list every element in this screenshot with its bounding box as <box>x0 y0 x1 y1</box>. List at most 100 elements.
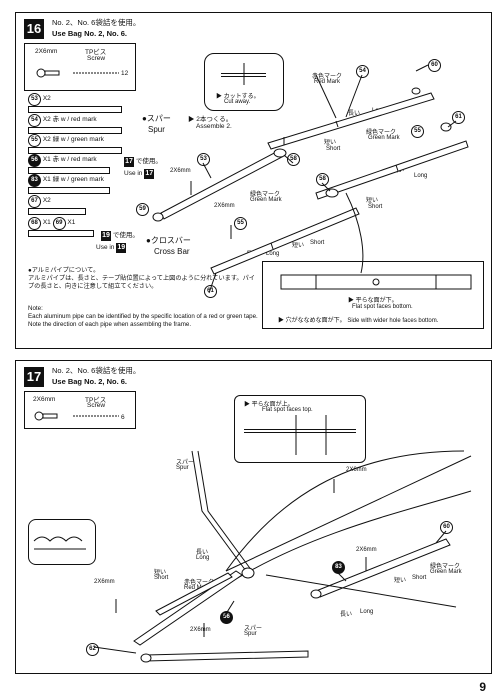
part-note-jp: 緑 <box>52 136 60 143</box>
long-jp: 長い <box>348 111 361 117</box>
long-en: Long <box>196 555 210 561</box>
callout-55: 55 <box>411 125 424 138</box>
part-row-54: 54 X2 赤 w / red mark <box>28 113 122 134</box>
page-number: 9 <box>479 680 486 694</box>
cutaway-inset <box>204 53 284 111</box>
tube-icon <box>28 187 110 194</box>
part-note-en: w / green mark <box>60 176 104 183</box>
assemble-jp: ▶ 2本つくる。 <box>188 116 233 123</box>
use-in-17: 17 で使用。 <box>124 155 162 167</box>
spur-jp-2: スパー <box>244 626 263 632</box>
short-jp-2: 短い <box>366 198 379 204</box>
screw-size: 2X6mm <box>33 396 56 403</box>
aluminum-note-jp: ●アルミパイプについて。 アルミパイプは、長さと、テープ貼位置によって上図のよう… <box>28 267 258 292</box>
part-note-en: w / red mark <box>60 156 97 163</box>
callout-61: 61 <box>452 111 465 124</box>
callout-61b: 61 <box>204 285 217 298</box>
screw-qty: 12 <box>121 70 129 77</box>
screw-label-3: 2X6mm <box>346 467 367 473</box>
callout-58: 58 <box>287 153 300 166</box>
step-number: 17 <box>24 367 44 387</box>
step-16-panel: 16 No. 2、No. 6袋詰を使用。 Use Bag No. 2, No. … <box>15 12 492 349</box>
screw-type-jp: TPビス <box>85 49 107 56</box>
part-num: 83 <box>28 174 41 187</box>
part-row-53: 53 X2 <box>28 93 122 113</box>
part-row-83: 83 X1 緑 w / green mark <box>28 173 110 194</box>
callout-54: 54 <box>356 65 369 78</box>
long-jp-2: 長い <box>340 612 353 618</box>
short-en: Short <box>154 575 169 581</box>
use-in-jp: で使用。 <box>135 158 162 165</box>
step-ref: 17 <box>124 157 134 167</box>
tube-icon <box>28 106 122 113</box>
short-jp: 短い <box>324 140 337 146</box>
part-qty: X1 <box>42 156 51 163</box>
callout-59: 59 <box>136 203 149 216</box>
use-in-19: 19 で使用。 <box>101 229 139 241</box>
screw-label-4: 2X6mm <box>356 547 377 553</box>
use-in-en: Use in <box>96 244 115 251</box>
tube-icon <box>28 208 86 215</box>
screw-box: 2X6mm TPビス Screw 6 <box>24 391 136 429</box>
part-row-68-69: 68 X1 69 X1 <box>28 217 94 237</box>
screw-type-en: Screw <box>87 55 106 62</box>
step-ref: 19 <box>101 231 111 241</box>
detail-box <box>262 261 484 329</box>
red-mark-jp: 赤色マーク <box>184 580 215 586</box>
green-mark-jp: 緑色マーク <box>366 130 397 136</box>
note-jp-body: アルミパイプは、長さと、テープ貼位置によって上図のように分れています。パイプの長… <box>28 275 255 291</box>
screw-label-2: 2X6mm <box>190 627 211 633</box>
step-header: No. 2、No. 6袋詰を使用。 Use Bag No. 2, No. 6. <box>52 17 140 39</box>
long-en-2: Long <box>360 609 374 615</box>
callout-53: 53 <box>197 153 210 166</box>
assemble-en: Assemble 2. <box>196 123 232 130</box>
part-note-jp: 赤 <box>52 116 60 123</box>
callout-60: 60 <box>440 521 453 534</box>
note-title: Note: <box>28 305 43 312</box>
header-en: Use Bag No. 2, No. 6. <box>52 377 128 386</box>
flat-top-en: Flat spot faces top. <box>262 407 313 413</box>
spur-jp: スパー <box>176 460 195 466</box>
callout-60: 60 <box>428 59 441 72</box>
note-jp-title: ●アルミパイプについて。 <box>28 267 100 274</box>
green-mark-en-2: Green Mark <box>250 197 282 203</box>
part-qty: X2 <box>42 95 51 102</box>
hole-bottom-jp: ▶ 穴がななめな面が下。 <box>278 318 346 324</box>
tube-icon <box>28 230 94 237</box>
screw-label-2: 2X6mm <box>214 203 235 209</box>
short-en-2: Short <box>412 575 427 581</box>
flat-top-jp: ▶ 平らな面が上。 <box>244 402 294 408</box>
screw-size: 2X6mm <box>35 48 58 55</box>
crossbar-label-en: Cross Bar <box>154 247 190 256</box>
short-en: Short <box>326 146 341 152</box>
screw-type-jp: TPビス <box>85 397 107 404</box>
step-17-panel: 17 No. 2、No. 6袋詰を使用。 Use Bag No. 2, No. … <box>15 360 492 674</box>
detail-inset <box>28 519 96 565</box>
red-mark-jp: 赤色マーク <box>312 74 343 80</box>
tube-icon <box>28 167 110 174</box>
green-mark-en: Green Mark <box>368 135 400 141</box>
part-qty: X2 <box>42 116 51 123</box>
part-note-jp: 赤 <box>52 156 60 163</box>
cutaway-en: Cut away. <box>224 99 251 105</box>
short-jp: 短い <box>154 570 167 576</box>
tube-icon <box>28 147 122 154</box>
step-ref: 17 <box>144 169 155 179</box>
green-mark-jp: 緑色マーク <box>430 564 461 570</box>
spur-en: Spur <box>176 465 189 471</box>
callout-62: 62 <box>86 643 99 656</box>
header-jp: No. 2、No. 6袋詰を使用。 <box>52 366 141 375</box>
spur-en-2: Spur <box>244 631 257 637</box>
hole-bottom-en: Side with wider hole faces bottom. <box>347 318 439 324</box>
red-mark-en: Red Mark <box>314 79 341 85</box>
screw-qty: 6 <box>121 414 125 421</box>
step-header: No. 2、No. 6袋詰を使用。 Use Bag No. 2, No. 6. <box>52 365 140 387</box>
flat-bottom-en: Flat spot faces bottom. <box>352 304 413 310</box>
part-qty: X1 <box>42 219 51 226</box>
part-note-en: w / green mark <box>60 136 104 143</box>
use-in-19-en: Use in 19 <box>96 243 127 253</box>
green-mark-jp-2: 緑色マーク <box>250 192 281 198</box>
header-jp: No. 2、No. 6袋詰を使用。 <box>52 18 141 27</box>
step-number: 16 <box>24 19 44 39</box>
part-note-jp: 緑 <box>52 176 60 183</box>
